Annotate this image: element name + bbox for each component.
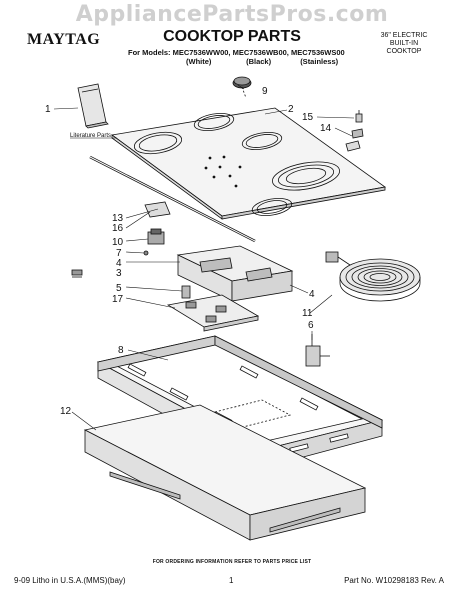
product-line-2: BUILT-IN	[389, 40, 419, 47]
switch-assembly	[143, 201, 171, 256]
callout-10: 10	[112, 237, 124, 248]
callout-11: 11	[302, 308, 313, 319]
relay-bracket	[181, 285, 191, 299]
page-number: 1	[229, 576, 234, 585]
literature-booklet	[77, 83, 109, 129]
callout-3: 3	[116, 268, 122, 279]
callout-6: 6	[308, 320, 314, 331]
burner-box-bottom	[83, 404, 367, 541]
product-line-3: COOKTOP	[386, 48, 422, 55]
part-number: Part No. W10298183 Rev. A	[344, 576, 444, 585]
litho-note: 9-09 Litho in U.S.A.(MMS)(bay)	[14, 576, 126, 585]
product-line: 36" ELECTRIC BUILT-IN COOKTOP	[364, 32, 444, 56]
callout-9: 9	[262, 86, 268, 97]
literature-parts-label: Literature Parts	[70, 133, 111, 139]
glass-cooktop	[110, 107, 387, 220]
color-stainless: (Stainless)	[300, 57, 339, 66]
callout-2: 2	[288, 104, 294, 115]
ordering-note: FOR ORDERING INFORMATION REFER TO PARTS …	[152, 559, 312, 565]
color-black: (Black)	[246, 57, 272, 66]
color-white: (White)	[186, 57, 212, 66]
control-knob	[232, 76, 252, 99]
leader-lines	[53, 84, 355, 431]
callout-5: 5	[116, 283, 122, 294]
radiant-element	[325, 251, 421, 302]
callout-13: 13	[112, 213, 124, 224]
brand-logo: MAYTAG	[27, 31, 101, 48]
product-line-1: 36" ELECTRIC	[380, 32, 428, 39]
models-line: For Models: MEC7536WW00, MEC7536WB00, ME…	[128, 48, 345, 57]
callout-14: 14	[320, 123, 332, 134]
burner-box	[176, 245, 294, 302]
limiter-switch	[305, 334, 330, 367]
callout-7: 7	[116, 248, 122, 259]
callout-4a: 4	[116, 258, 122, 269]
watermark: AppliancePartsPros.com	[75, 2, 389, 27]
mounting-clips	[345, 110, 364, 152]
callout-8: 8	[118, 345, 124, 356]
callout-17: 17	[112, 294, 124, 305]
page-title: COOKTOP PARTS	[163, 28, 301, 45]
mounting-plate	[166, 294, 260, 332]
gasket-strip	[89, 155, 256, 243]
callout-4b: 4	[309, 289, 315, 300]
screw	[71, 269, 83, 278]
color-variants: (White) (Black) (Stainless)	[186, 57, 338, 66]
callout-16: 16	[112, 223, 124, 234]
callout-15: 15	[302, 112, 314, 123]
callout-12: 12	[60, 406, 72, 417]
callout-1: 1	[45, 104, 51, 115]
